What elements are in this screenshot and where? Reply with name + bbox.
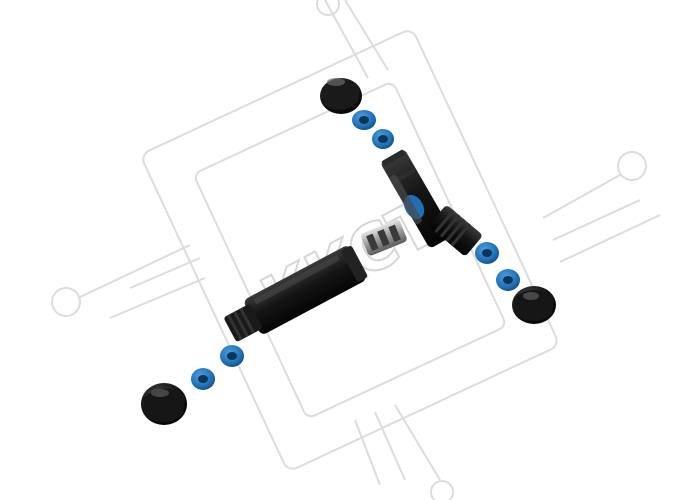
metal-terminal-insert [361, 219, 407, 256]
seal-ring [475, 242, 499, 264]
watermark-node [316, 0, 340, 16]
watermark-node [430, 480, 454, 500]
seal-ring [352, 110, 376, 130]
watermark [51, 0, 661, 500]
main-connector-body [224, 246, 368, 342]
seal-ring [496, 269, 520, 291]
watermark-node [51, 287, 81, 317]
watermark-frame-outer [142, 30, 558, 470]
seal-ring [220, 345, 244, 367]
watermark-node [617, 151, 647, 181]
right-cap-nut [512, 286, 556, 324]
seal-ring [191, 368, 215, 390]
top-cap-nut [320, 78, 362, 114]
t-connector-body [381, 149, 482, 256]
seal-ring [372, 129, 394, 149]
left-cap-nut [141, 383, 187, 425]
